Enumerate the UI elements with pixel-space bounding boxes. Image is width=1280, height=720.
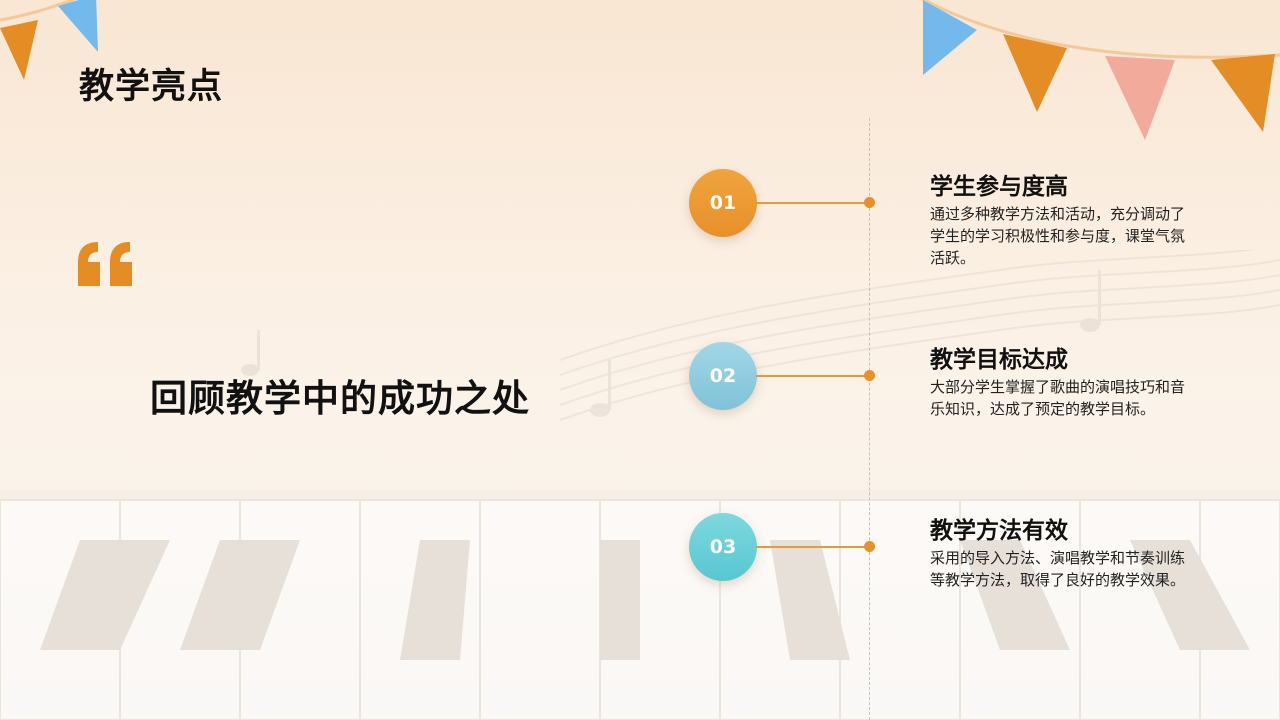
music-notes-background	[241, 250, 1280, 421]
item-title: 学生参与度高	[930, 174, 1068, 200]
item-description: 通过多种教学方法和活动，充分调动了学生的学习积极性和参与度，课堂气氛活跃。	[930, 205, 1186, 267]
timeline-divider	[869, 118, 870, 720]
timeline-dot	[864, 197, 875, 208]
bunting-right	[921, 0, 1280, 140]
item-number-badge: 01	[689, 169, 757, 237]
item-title: 教学目标达成	[930, 347, 1068, 373]
connector-line	[756, 375, 869, 377]
timeline-dot	[864, 541, 875, 552]
quote-mark-icon	[78, 242, 132, 286]
connector-line	[756, 202, 869, 204]
connector-line	[756, 546, 869, 548]
item-description: 采用的导入方法、演唱教学和节奏训练等教学方法，取得了良好的教学效果。	[930, 549, 1186, 589]
slide-title: 教学亮点	[79, 67, 224, 107]
bunting-left	[0, 0, 98, 80]
piano-keys-background	[0, 490, 1280, 720]
item-number-badge: 03	[689, 513, 757, 581]
item-number-badge: 02	[689, 342, 757, 410]
slide-subtitle: 回顾教学中的成功之处	[150, 377, 530, 420]
timeline-dot	[864, 370, 875, 381]
item-description: 大部分学生掌握了歌曲的演唱技巧和音乐知识，达成了预定的教学目标。	[930, 378, 1186, 418]
item-title: 教学方法有效	[930, 518, 1068, 544]
